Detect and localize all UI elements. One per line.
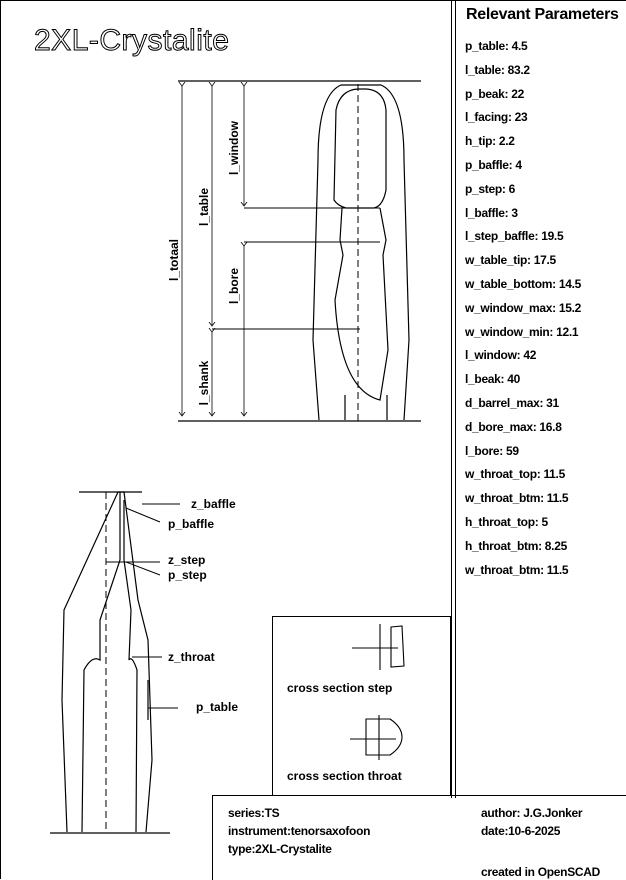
frame-left-border — [0, 0, 1, 879]
param-item: l_table: 83.2 — [465, 62, 530, 77]
param-item: l_bore: 59 — [465, 443, 519, 458]
param-item: p_table: 4.5 — [465, 39, 528, 53]
param-item: w_throat_btm: 11.5 — [465, 562, 569, 577]
info-date: date:10-6-2025 — [481, 824, 561, 838]
outer-body-outline — [312, 84, 410, 421]
frame-top-border — [0, 0, 626, 1]
label-cross-section-throat: cross section throat — [287, 769, 402, 783]
leader-p-baffle — [125, 507, 161, 523]
param-item: w_window_max: 15.2 — [465, 300, 581, 315]
panel-divider — [451, 0, 452, 798]
label-l-table: l_table — [197, 188, 211, 226]
param-item: w_table_bottom: 14.5 — [465, 276, 582, 291]
label-l-bore: l_bore — [227, 268, 241, 304]
top-view — [178, 80, 421, 422]
info-type: type:2XL-Crystalite — [228, 842, 332, 856]
cross-section-icons — [350, 624, 405, 760]
param-item: p_beak: 22 — [465, 86, 525, 101]
step-section-shape — [390, 625, 405, 668]
title-block — [212, 795, 626, 880]
label-z-baffle: z_baffle — [191, 497, 236, 511]
param-item: l_beak: 40 — [465, 372, 521, 387]
param-item: w_window_min: 12.1 — [465, 324, 579, 339]
param-item: l_baffle: 3 — [465, 205, 518, 220]
param-item: p_step: 6 — [465, 181, 515, 196]
param-item: w_table_tip: 17.5 — [465, 253, 556, 268]
info-series: series:TS — [228, 806, 280, 820]
param-item: d_bore_max: 16.8 — [465, 419, 562, 434]
param-item: h_tip: 2.2 — [465, 134, 515, 149]
label-p-baffle: p_baffle — [168, 517, 214, 531]
window-outline — [333, 88, 387, 209]
label-cross-section-step: cross section step — [287, 681, 392, 695]
label-p-table: p_table — [196, 700, 238, 714]
cross-section-labels: cross section step cross section throat — [287, 681, 402, 783]
label-l-shank: l_shank — [197, 360, 211, 405]
throat-section-shape — [365, 718, 403, 756]
label-l-totaal: l_totaal — [167, 239, 181, 281]
info-author: author: J.G.Jonker — [481, 806, 583, 820]
side-view — [50, 491, 180, 834]
side-inner-left — [81, 559, 121, 833]
param-item: w_throat_btm: 11.5 — [465, 491, 569, 506]
label-z-step: z_step — [168, 553, 205, 567]
leader-p-step — [125, 561, 161, 576]
param-item: l_step_baffle: 19.5 — [465, 229, 564, 244]
label-p-step: p_step — [168, 568, 207, 582]
param-item: l_facing: 23 — [465, 110, 528, 125]
side-inner-right — [123, 559, 138, 833]
params-list: p_table: 4.5 l_table: 83.2 p_beak: 22 l_… — [465, 39, 581, 586]
panel-divider-inner — [455, 0, 456, 798]
dimension-labels: l_totaal l_table l_window l_bore l_shank — [167, 120, 241, 405]
info-created: created in OpenSCAD — [481, 865, 600, 879]
label-l-window: l_window — [227, 120, 241, 175]
param-item: d_barrel_max: 31 — [465, 395, 559, 410]
side-outer-outline — [61, 491, 153, 833]
drawing-title: 2XL-Crystalite — [33, 24, 230, 58]
info-instrument: instrument:tenorsaxofoon — [228, 824, 371, 838]
param-item: h_throat_btm: 8.25 — [465, 538, 567, 553]
param-item: l_window: 42 — [465, 348, 537, 363]
cross-section-box — [272, 616, 451, 796]
params-heading: Relevant Parameters — [466, 6, 619, 23]
param-item: w_throat_top: 11.5 — [465, 467, 565, 482]
dimension-lines — [182, 86, 244, 416]
param-item: h_throat_top: 5 — [465, 514, 548, 529]
table-outline — [334, 207, 389, 401]
side-labels: z_baffle p_baffle z_step p_step z_throat… — [168, 497, 238, 714]
param-item: p_baffle: 4 — [465, 157, 522, 172]
label-z-throat: z_throat — [168, 650, 215, 664]
